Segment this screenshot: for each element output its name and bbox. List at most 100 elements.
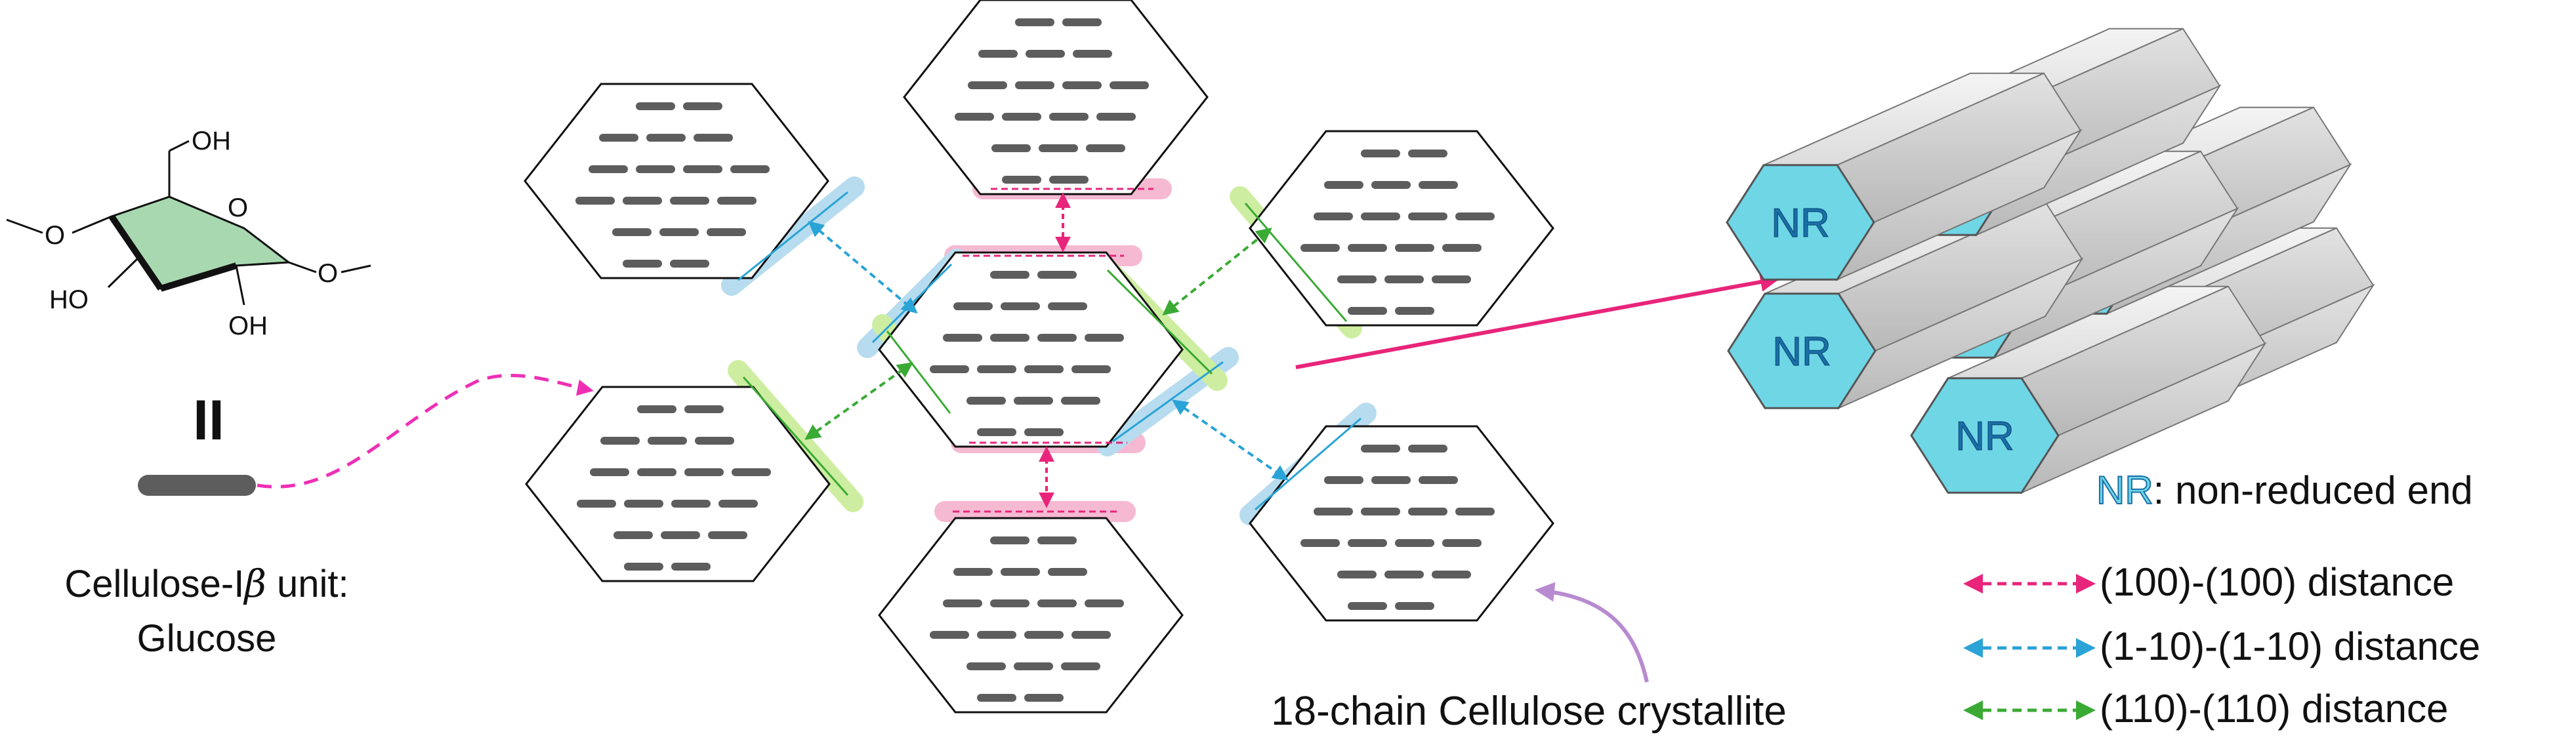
methyl-left-bond <box>6 218 43 234</box>
cellulose-chain <box>977 428 1016 436</box>
cellulose-chain <box>1337 275 1377 283</box>
cellulose-chain <box>1026 50 1065 58</box>
distance-marks <box>737 188 1361 513</box>
crystallite-upper-left <box>524 83 829 279</box>
cellulose-chain <box>1395 602 1434 610</box>
cellulose-chain <box>1337 571 1377 578</box>
plane-line-blue-d <box>1255 417 1361 511</box>
atom-ho-left: HO <box>49 285 89 314</box>
methyl-right-bond <box>341 264 371 273</box>
cellulose-chain <box>953 302 993 310</box>
atom-o-ring: O <box>228 193 248 222</box>
cellulose-chain <box>1024 365 1064 373</box>
crystallite-label-arrow <box>1535 582 1649 683</box>
cellulose-chain <box>683 102 722 110</box>
cellulose-chain <box>1037 599 1077 607</box>
cellulose-chain <box>955 113 994 121</box>
plane-line-blue-a <box>737 191 848 281</box>
glucose-structure: OH O O O HO OH II Cellulose-Iβ unit: Glu… <box>6 127 371 660</box>
cellulose-chain <box>1432 275 1471 283</box>
plane-line-green-a <box>1244 203 1348 322</box>
cellulose-chain <box>1348 539 1387 547</box>
cellulose-chain <box>966 662 1006 670</box>
cellulose-chain <box>968 81 1007 89</box>
cellulose-chain <box>1300 244 1340 252</box>
cellulose-chain <box>1049 113 1089 121</box>
cellulose-chain <box>1408 212 1447 220</box>
cellulose-chain <box>1037 271 1077 279</box>
cellulose-chain <box>1024 631 1064 639</box>
legend-nr-entry: NR: non-reduced end <box>2096 468 2473 512</box>
cellulose-chain <box>1384 571 1424 578</box>
cellulose-chain <box>589 165 628 173</box>
cellulose-chain <box>1071 631 1111 639</box>
cellulose-chain <box>1408 150 1447 157</box>
cellulose-chain <box>694 134 733 142</box>
plane-line-green-d <box>742 376 849 496</box>
cellulose-chain <box>659 228 699 236</box>
cellulose-chain <box>599 134 638 142</box>
atom-o-left: O <box>45 221 65 250</box>
distance-arrow-1-10-left <box>808 220 918 314</box>
fibril-nr-label: NR <box>1955 414 2014 459</box>
cellulose-chain <box>707 228 746 236</box>
cellulose-chain <box>1314 508 1353 515</box>
cellulose-chain <box>1073 50 1112 58</box>
cellulose-chain <box>732 468 771 476</box>
cellulose-chain <box>990 536 1029 544</box>
fibril-end-face <box>1726 164 1875 281</box>
cellulose-chain <box>1348 244 1387 252</box>
cellulose-chain <box>684 405 724 413</box>
cellulose-chain <box>1085 334 1124 342</box>
glucose-caption-line2: Glucose <box>137 617 277 660</box>
cellulose-chain <box>1014 397 1053 405</box>
crystallite-to-bundle-arrow <box>1295 272 1780 369</box>
crystallite-outline <box>1249 130 1554 327</box>
cellulose-chain <box>1002 176 1041 184</box>
ring-bond-front <box>108 214 164 291</box>
cellulose-chain <box>1384 275 1424 283</box>
cellulose-chain <box>624 563 663 571</box>
fibril-end-face <box>1727 293 1877 409</box>
distance-arrow-110-left <box>804 362 913 440</box>
cellulose-chain <box>671 563 711 571</box>
cellulose-chain <box>1408 508 1447 515</box>
legend: NR: non-reduced end (100)-(100) distance… <box>1963 468 2480 731</box>
cellulose-chain <box>1324 181 1363 189</box>
cellulose-chain <box>1419 476 1458 484</box>
cellulose-chain <box>943 334 982 342</box>
plane-line-green-c <box>886 331 951 414</box>
cellulose-chain <box>991 144 1031 152</box>
cellulose-chain <box>1024 694 1064 702</box>
cellulose-chain <box>600 437 640 445</box>
fibril-nr-label: NR <box>1772 329 1831 374</box>
cellulose-chain <box>1300 539 1340 547</box>
cellulose-chain <box>977 631 1016 639</box>
cellulose-chain <box>1361 508 1400 515</box>
crystallite-lower-right <box>1249 425 1554 622</box>
crystallite-outline <box>878 251 1184 448</box>
cellulose-chain <box>577 500 616 508</box>
cellulose-chain <box>977 365 1016 373</box>
glucose-caption-line1: Cellulose-Iβ unit: <box>64 561 348 606</box>
ring-bond-bottom <box>159 262 238 292</box>
o-left-bond <box>72 215 112 234</box>
cellulose-chain <box>637 468 676 476</box>
crystallite-outline <box>1249 425 1554 622</box>
cellulose-chain <box>977 694 1016 702</box>
cellulose-chain <box>717 197 757 205</box>
cellulose-chain <box>1037 334 1077 342</box>
cellulose-chain <box>684 468 724 476</box>
oh-bottom-bond <box>235 265 245 306</box>
bundle-fibril-7: NR <box>1910 285 2267 495</box>
cellulose-chain <box>1432 571 1471 578</box>
atom-oh-bottom: OH <box>228 312 268 340</box>
cellulose-chain <box>695 437 734 445</box>
cellulose-chain <box>1408 445 1447 453</box>
ch2oh-bond-2 <box>169 140 190 152</box>
crystallite-lower-left <box>525 386 831 582</box>
cellulose-chain <box>1001 568 1040 576</box>
cellulose-chain <box>623 260 662 268</box>
cellulose-chain <box>623 197 662 205</box>
